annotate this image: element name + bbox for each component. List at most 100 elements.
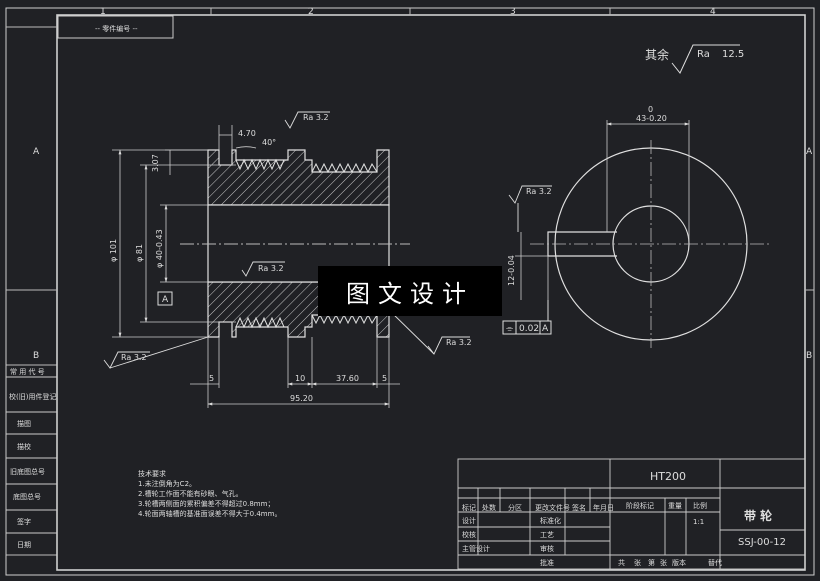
ra-callout-3: Ra 3.2 (121, 353, 147, 362)
row-head-2: 处数 (482, 503, 496, 512)
role-7: 批准 (540, 558, 554, 567)
dim-angle: 40° (262, 138, 276, 147)
dim-total: 95.20 (290, 394, 313, 403)
grid-label-b-right: B (806, 351, 812, 361)
bottom-1: 共 (618, 558, 625, 567)
grid-label-a: A (33, 147, 40, 157)
scale-value: 1:1 (693, 518, 704, 526)
side-view (530, 140, 770, 348)
section-dimensions (112, 125, 400, 408)
ra-callout-2: Ra 3.2 (258, 264, 284, 273)
tech-note-1: 1.未注倒角为C2。 (138, 479, 196, 488)
bottom-5: 版本 (672, 558, 686, 567)
tolerance-value: 0.02 (519, 324, 539, 334)
strip-label-7: 签字 (17, 517, 31, 526)
role-2: 标准化 (540, 516, 561, 525)
tolerance-frame: ⌯ 0.02 A (502, 300, 552, 335)
row-head-1: 标记 (462, 503, 476, 512)
left-strip-labels: 常 用 代 号 校(旧)用件登记 描图 描校 旧底图总号 底图总号 签字 日期 (9, 367, 56, 549)
role-1: 设计 (462, 516, 476, 525)
dim-37: 37.60 (336, 374, 359, 383)
dim-5-right: 5 (382, 374, 387, 383)
ra-callout-5: Ra 3.2 (526, 187, 552, 196)
groove-teeth-lower-2 (311, 313, 378, 325)
left-strip (5, 364, 58, 556)
groove-teeth-upper-2 (311, 162, 378, 174)
role-5: 主管设计 (462, 544, 490, 553)
bottom-3: 第 (648, 558, 655, 567)
row-head-3: 分区 (508, 503, 522, 512)
grid-label-3: 3 (510, 7, 516, 17)
material: HT200 (650, 470, 686, 483)
side-view-dimensions (515, 120, 690, 300)
drawing-number: SSJ-00-12 (738, 537, 786, 548)
dim-key-width: 43-0.20 (636, 114, 667, 123)
ra-callout-1: Ra 3.2 (303, 113, 329, 122)
dim-groove-dia: φ 81 (135, 244, 144, 262)
weight-head: 重量 (668, 502, 682, 510)
dim-groove-width: 4.70 (238, 129, 256, 138)
roughness-prefix: 其余 (645, 47, 669, 62)
scale-head: 比例 (693, 501, 707, 510)
ra-callout-4: Ra 3.2 (446, 338, 472, 347)
row-head-5: 签名 (572, 503, 586, 512)
datum-marker: A (157, 291, 173, 306)
groove-teeth-upper (235, 158, 288, 171)
tech-notes: 技术要求 1.未注倒角为C2。 2.槽轮工作面不能有砂眼、气孔。 3.轮槽两侧面… (138, 469, 281, 518)
grid-label-b: B (33, 351, 39, 361)
tolerance-datum: A (542, 324, 549, 334)
grid-label-a-right: A (806, 147, 813, 157)
row-head-6: 年月日 (593, 503, 614, 512)
zone-grid-marks (6, 8, 814, 291)
watermark-banner: 图文设计 (318, 266, 502, 316)
roughness-value: 12.5 (722, 49, 744, 60)
top-left-stamp: -- 零件编号 -- (6, 15, 174, 39)
strip-label-8: 日期 (17, 541, 31, 549)
role-4: 工艺 (540, 531, 554, 539)
dim-key-depth: 12-0.04 (507, 255, 516, 286)
row-head-4: 更改文件号 (535, 503, 570, 512)
tech-note-2: 2.槽轮工作面不能有砂眼、气孔。 (138, 489, 243, 498)
grid-label-2: 2 (308, 7, 314, 17)
grid-label-1: 1 (100, 7, 106, 17)
strip-label-1: 常 用 代 号 (10, 367, 45, 376)
roughness-callout-text: Ra 3.2 Ra 3.2 Ra 3.2 Ra 3.2 Ra 3.2 (121, 113, 552, 362)
dim-bore-dia: φ 40-0.43 (155, 229, 164, 268)
dim-key-width-tol: 0 (648, 105, 653, 114)
title-block-text: HT200 带 轮 SSJ-00-12 阶段标记 重量 比例 1:1 标记 处数… (462, 470, 786, 567)
strip-label-2: 校(旧)用件登记 (9, 392, 56, 401)
section-upper-hatch (207, 149, 390, 206)
roughness-note: 其余 Ra 12.5 (645, 44, 744, 74)
groove-teeth-lower (235, 316, 288, 329)
role-3: 校核 (462, 530, 476, 539)
section-view (180, 149, 410, 338)
dim-5-left: 5 (209, 374, 214, 383)
title-block (457, 458, 806, 570)
strip-label-4: 描校 (17, 442, 31, 451)
datum-label: A (162, 295, 169, 305)
roughness-callouts (103, 111, 552, 369)
bottom-2: 张 (634, 558, 641, 567)
grid-label-4: 4 (710, 7, 716, 17)
zone-grid-labels: 1 2 3 4 A B A B (33, 7, 813, 361)
section-dimension-text: 4.70 40° 3.07 φ 101 φ 81 φ 40-0.43 5 10 … (109, 129, 387, 403)
tolerance-symbol: ⌯ (506, 324, 514, 334)
tech-note-3: 3.轮槽两侧面的累积偏差不得超过0.8mm； (138, 499, 274, 508)
stage-head: 阶段标记 (626, 501, 654, 510)
dim-outer-dia: φ 101 (109, 239, 118, 262)
roughness-ra: Ra (697, 49, 710, 60)
bottom-4: 张 (660, 558, 667, 567)
tech-notes-title: 技术要求 (138, 469, 166, 478)
part-name: 带 轮 (744, 508, 773, 523)
bottom-6: 替代 (708, 558, 722, 567)
tech-note-4: 4.轮面两轴槽的基准面误差不得大于0.4mm。 (138, 509, 281, 518)
dim-pitch: 3.07 (151, 154, 160, 172)
strip-label-5: 旧底图总号 (10, 467, 45, 476)
strip-label-6: 底图总号 (13, 492, 41, 501)
side-view-dimension-text: 43-0.20 0 12-0.04 (507, 105, 667, 286)
stamp-text: -- 零件编号 -- (95, 24, 138, 33)
role-6: 审核 (540, 544, 554, 553)
dim-10: 10 (295, 374, 305, 383)
